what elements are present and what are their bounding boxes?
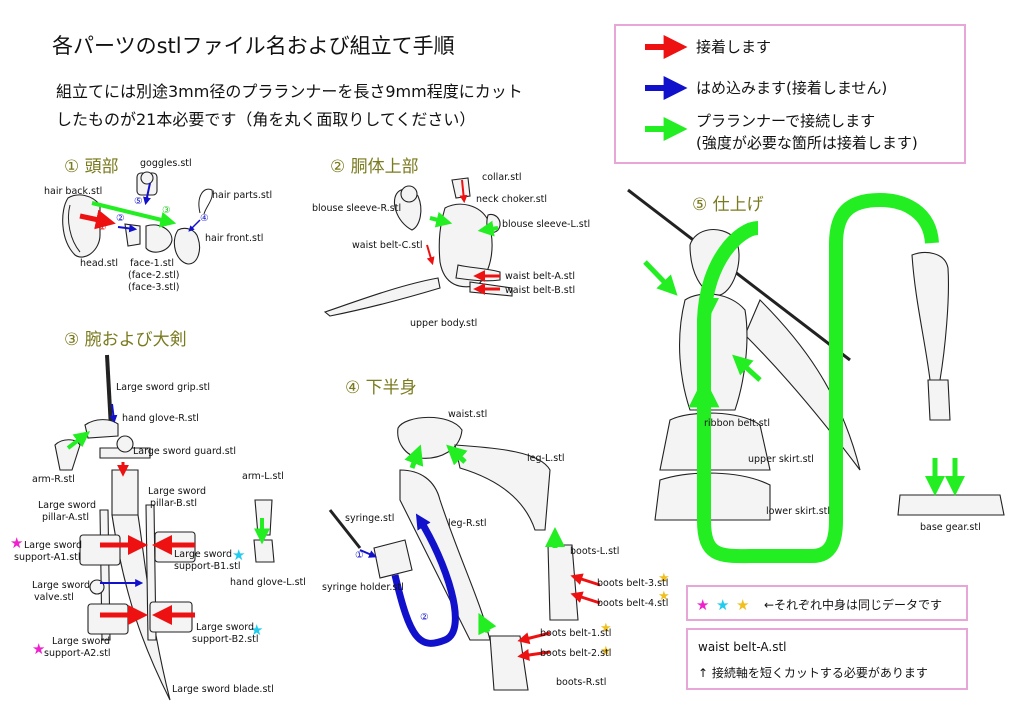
svg-text:★: ★ xyxy=(10,534,23,552)
intro-line-2: したものが21本必要です（角を丸く面取りしてください） xyxy=(56,110,476,129)
step-2-marker: ② xyxy=(116,213,125,224)
label-waist-belt-c: waist belt-C.stl xyxy=(352,240,423,251)
label-neck-choker: neck choker.stl xyxy=(476,194,548,205)
svg-text:★: ★ xyxy=(736,596,749,614)
svg-text:★: ★ xyxy=(716,596,729,614)
label-support-a2-1: Large sword xyxy=(52,636,111,647)
section-upper-body-title: ② 胴体上部 xyxy=(330,157,419,177)
label-pillar-b-1: Large sword xyxy=(148,486,207,497)
svg-text:★: ★ xyxy=(600,621,612,636)
label-hair-parts: hair parts.stl xyxy=(212,190,273,201)
label-pillar-b-2: pillar-B.stl xyxy=(150,498,198,509)
step-4-marker: ④ xyxy=(200,213,209,224)
stars-note-box: ←それぞれ中身は同じデータです xyxy=(686,585,968,621)
label-support-b1-1: Large sword xyxy=(174,549,233,560)
label-boots-belt-3: boots belt-3.stl xyxy=(597,578,669,589)
label-sword-blade: Large sword blade.stl xyxy=(172,684,274,695)
label-waist-belt-b: waist belt-B.stl xyxy=(505,285,576,296)
label-valve-1: Large sword xyxy=(32,580,91,591)
svg-text:★: ★ xyxy=(658,571,670,586)
label-valve-2: valve.stl xyxy=(34,592,74,603)
label-support-a2-2: support-A2.stl xyxy=(44,648,111,659)
label-blouse-sleeve-r: blouse sleeve-R.stl xyxy=(312,203,402,214)
intro-line-1: 組立てには別途3mm径のプラランナーを長さ9mm程度にカット xyxy=(56,82,523,101)
section-finish-title: ⑤ 仕上げ xyxy=(692,195,764,215)
label-syringe-holder: syringe holder.stl xyxy=(322,582,404,593)
label-blouse-sleeve-l: blouse sleeve-L.stl xyxy=(502,219,591,230)
lower-body-art xyxy=(328,416,601,691)
label-support-b2-1: Large sword xyxy=(196,622,255,633)
svg-text:★: ★ xyxy=(32,640,45,658)
head-parts-art xyxy=(62,171,213,265)
svg-text:★: ★ xyxy=(696,596,709,614)
label-support-b1-2: support-B1.stl xyxy=(174,561,241,572)
label-support-a1-2: support-A1.stl xyxy=(14,552,81,563)
svg-text:★: ★ xyxy=(250,621,263,639)
label-arm-l: arm-L.stl xyxy=(242,471,284,482)
label-face-3: (face-3.stl) xyxy=(128,282,180,293)
label-hand-glove-l: hand glove-L.stl xyxy=(230,577,306,588)
label-boots-l: boots-L.stl xyxy=(570,546,620,557)
lower-step-2-marker: ② xyxy=(420,612,429,623)
label-head: head.stl xyxy=(80,258,119,269)
label-hair-back: hair back.stl xyxy=(44,186,103,197)
stars-note-text: ←それぞれ中身は同じデータです xyxy=(764,598,943,612)
svg-text:★: ★ xyxy=(232,546,245,564)
section-arms-title: ③ 腕および大剣 xyxy=(64,330,187,350)
cut-note-box: waist belt-A.stl ↑ 接続軸を短くカットする必要があります xyxy=(686,628,968,690)
label-hand-glove-r: hand glove-R.stl xyxy=(122,413,199,424)
svg-text:★: ★ xyxy=(600,644,612,659)
label-boots-belt-4: boots belt-4.stl xyxy=(597,598,669,609)
label-waist: waist.stl xyxy=(448,409,488,420)
lower-step-1-marker: ① xyxy=(355,550,364,561)
label-boots-belt-2: boots belt-2.stl xyxy=(540,648,612,659)
finish-art xyxy=(627,188,1005,564)
label-face-1: face-1.stl xyxy=(130,258,175,269)
label-pillar-a-2: pillar-A.stl xyxy=(42,512,89,523)
label-lower-skirt: lower skirt.stl xyxy=(766,506,831,517)
legend-runner-2: (強度が必要な箇所は接着します) xyxy=(696,134,918,152)
step-1-marker: ① xyxy=(98,222,107,233)
section-head-title: ① 頭部 xyxy=(64,157,119,177)
legend-fit: はめ込みます(接着しません) xyxy=(696,79,888,97)
label-support-a1-1: Large sword xyxy=(24,540,83,551)
label-hair-front: hair front.stl xyxy=(205,233,264,244)
label-collar: collar.stl xyxy=(482,172,522,183)
label-waist-belt-a: waist belt-A.stl xyxy=(505,271,576,282)
note-file-name: waist belt-A.stl xyxy=(698,640,787,654)
svg-text:★: ★ xyxy=(658,589,670,604)
label-goggles: goggles.stl xyxy=(140,158,192,169)
legend-arrows xyxy=(645,35,688,141)
legend-box: 接着します はめ込みます(接着しません) プラランナーで接続します (強度が必要… xyxy=(614,24,966,164)
label-sword-guard: Large sword guard.stl xyxy=(133,446,237,457)
label-upper-skirt: upper skirt.stl xyxy=(748,454,814,465)
star-markers: ★ ★ ★ ★ ★ ★ ★ ★ ★ ★ ★ xyxy=(10,534,749,659)
label-leg-r: leg-R.stl xyxy=(448,518,487,529)
label-base-gear: base gear.stl xyxy=(920,522,981,533)
label-leg-l: leg-L.stl xyxy=(527,453,565,464)
label-pillar-a-1: Large sword xyxy=(38,500,97,511)
label-boots-belt-1: boots belt-1.stl xyxy=(540,628,612,639)
label-support-b2-2: support-B2.stl xyxy=(192,634,259,645)
note-instruction: ↑ 接続軸を短くカットする必要があります xyxy=(698,666,928,680)
legend-runner-1: プラランナーで接続します xyxy=(696,112,876,130)
sword-art xyxy=(54,354,275,701)
step-5-marker: ⑤ xyxy=(134,196,143,207)
upper-body-art xyxy=(323,177,513,317)
label-boots-r: boots-R.stl xyxy=(556,677,607,688)
label-arm-r: arm-R.stl xyxy=(32,474,75,485)
page-title: 各パーツのstlファイル名および組立て手順 xyxy=(52,34,455,58)
label-sword-grip: Large sword grip.stl xyxy=(116,382,211,393)
label-ribbon-belt: ribbon belt.stl xyxy=(704,418,771,429)
step-3-marker: ③ xyxy=(162,205,171,216)
label-face-2: (face-2.stl) xyxy=(128,270,180,281)
label-upper-body: upper body.stl xyxy=(410,318,478,329)
section-lower-body-title: ④ 下半身 xyxy=(345,378,417,398)
label-syringe: syringe.stl xyxy=(345,513,395,524)
legend-glue: 接着します xyxy=(696,38,772,56)
